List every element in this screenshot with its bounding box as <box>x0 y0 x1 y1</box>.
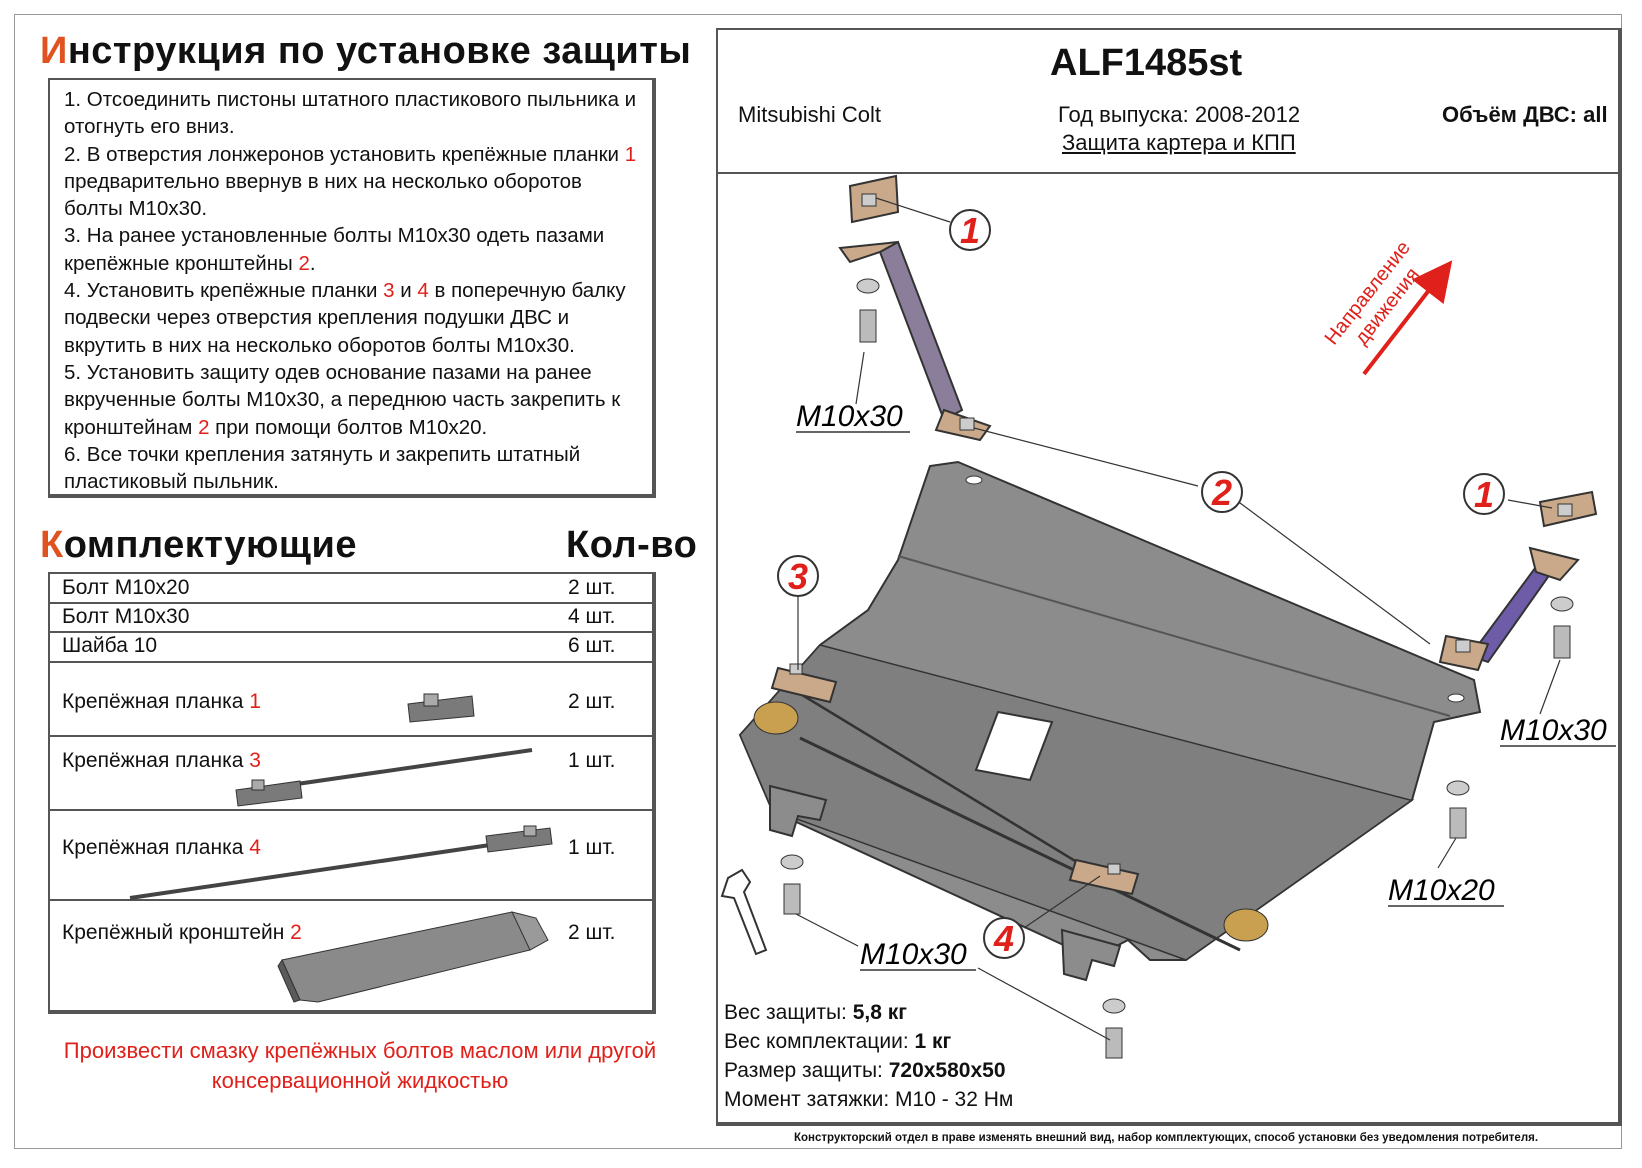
header-separator <box>716 172 1622 174</box>
step-4: 4. Установить крепёжные планки 3 и 4 в п… <box>64 279 626 357</box>
qty-header: Кол-во <box>566 524 698 566</box>
instructions-box: 1. Отсоединить пистоны штатного пластико… <box>48 78 656 498</box>
step-2: 2. В отверстия лонжеронов установить кре… <box>64 142 637 221</box>
step-1: 1. Отсоединить пистоны штатного пластико… <box>64 88 637 139</box>
bolt-icon <box>783 883 801 915</box>
spec-kit-weight: Вес комплектации: 1 кг <box>724 1030 952 1053</box>
plank-4-on-shield <box>1068 858 1140 896</box>
spec-size: Размер защиты: 720х580х50 <box>724 1059 1006 1082</box>
washer-icon <box>780 854 804 870</box>
model-code: ALF1485st <box>1050 42 1243 84</box>
bolt-label-m10x30-b: М10х30 <box>1500 714 1607 747</box>
svg-text:4: 4 <box>993 918 1014 959</box>
bracket-2-right <box>1438 546 1580 672</box>
callout-2: 2 <box>1201 471 1243 513</box>
svg-text:1: 1 <box>960 210 980 251</box>
bolt-label-m10x20: М10х20 <box>1388 874 1495 907</box>
svg-text:3: 3 <box>788 556 808 597</box>
svg-text:2: 2 <box>1211 472 1232 513</box>
bolt-icon <box>1105 1027 1123 1059</box>
plank-1-left <box>848 174 900 224</box>
callout-1-right: 1 <box>1463 473 1505 515</box>
lubrication-note: Произвести смазку крепёжных болтов масло… <box>63 1038 657 1093</box>
protection-description: Защита картера и КПП <box>1062 130 1296 155</box>
bolt-icon <box>1449 807 1467 839</box>
plank-3-on-shield <box>770 663 838 704</box>
bracket-2-illustration <box>277 911 549 1003</box>
spec-weight: Вес защиты: 5,8 кг <box>724 1001 908 1024</box>
bolt-label-m10x30-a: М10х30 <box>796 400 903 433</box>
plank-1-right <box>1538 490 1598 528</box>
callout-4: 4 <box>983 917 1025 959</box>
direction-arrow: Направление движения <box>1321 237 1453 376</box>
spec-torque: Момент затяжки: М10 - 32 Нм <box>724 1088 1014 1111</box>
product-box <box>716 28 1622 1126</box>
instructions-title: Инструкция по установке защиты <box>40 30 692 72</box>
year-range: Год выпуска: 2008-2012 <box>1058 102 1301 127</box>
plank-4-illustration <box>129 825 553 900</box>
plank-1-illustration <box>407 693 475 723</box>
step-5: 5. Установить защиту одев основание паза… <box>64 360 621 439</box>
plank-3-illustration <box>235 748 533 807</box>
bolt-icon <box>859 309 877 343</box>
leader-lines <box>795 197 1561 1041</box>
bolt-icon <box>1553 625 1571 659</box>
washer-icon <box>1102 998 1126 1014</box>
footer-disclaimer: Конструкторский отдел в праве изменять в… <box>793 1132 1539 1144</box>
step-6: 6. Все точки крепления затянуть и закреп… <box>64 442 581 494</box>
washer-icon <box>1550 596 1574 612</box>
svg-text:1: 1 <box>1474 474 1494 515</box>
shield-plate <box>738 460 1482 982</box>
callout-3: 3 <box>777 555 819 597</box>
specifications: Вес защиты: 5,8 кг Вес комплектации: 1 к… <box>724 998 1013 1114</box>
engine-volume: Объём ДВС: all <box>1442 102 1608 127</box>
wrench-icon <box>720 868 768 956</box>
washer-icon <box>1446 780 1470 796</box>
bracket-2-left <box>838 240 992 442</box>
step-3: 3. На ранее установленные болты М10х30 о… <box>64 224 605 275</box>
bolt-label-m10x30-c: М10х30 <box>860 938 967 971</box>
parts-title: Комплектующие <box>40 524 357 566</box>
callout-1-top: 1 <box>949 209 991 251</box>
car-model: Mitsubishi Colt <box>738 102 882 127</box>
washer-icon <box>856 278 880 294</box>
